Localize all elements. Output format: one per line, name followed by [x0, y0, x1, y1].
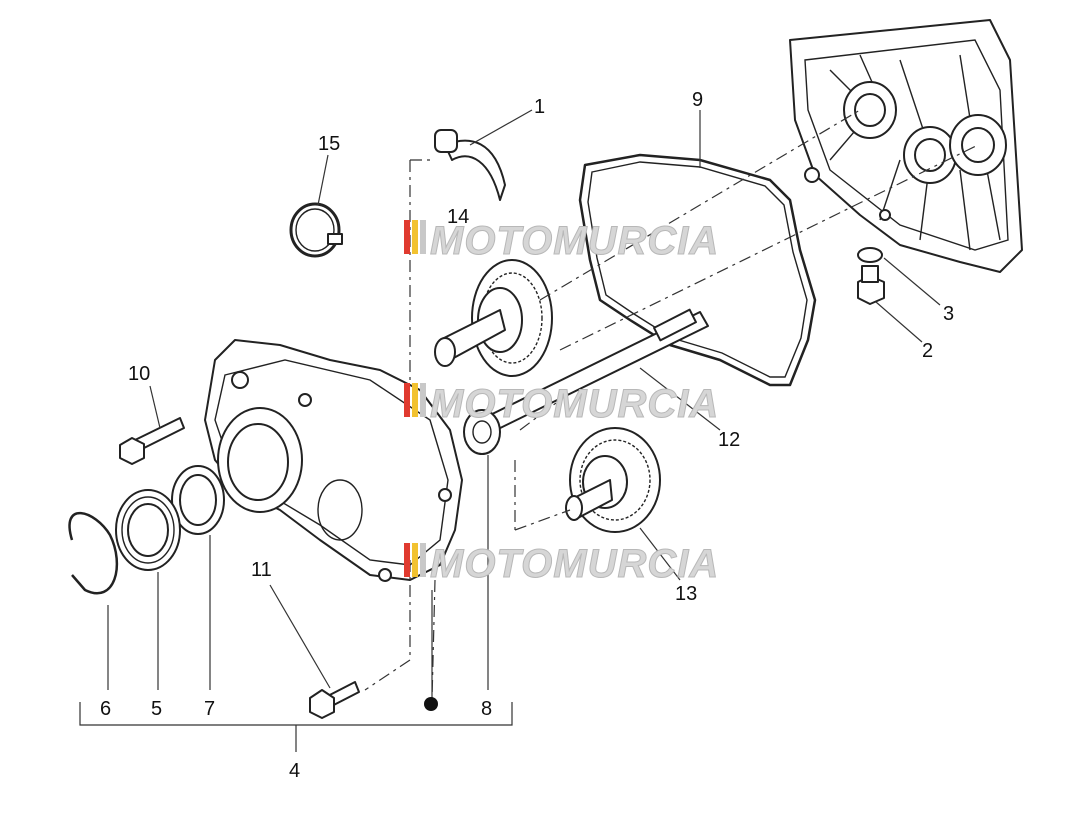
callout-13: 13	[675, 583, 697, 605]
watermark-text: MOTOMURCIA	[430, 382, 719, 426]
alignment-axes	[364, 109, 979, 701]
callout-6: 6	[100, 698, 111, 720]
breather-hose	[434, 129, 506, 201]
housing-bearings	[843, 81, 1007, 184]
leader-lines	[79, 109, 941, 752]
callout-12: 12	[718, 429, 740, 451]
watermark-text: MOTOMURCIA	[430, 219, 719, 263]
cover-bolt	[119, 417, 185, 465]
callout-14: 14	[447, 206, 469, 228]
circlip	[68, 511, 119, 595]
callout-2: 2	[922, 340, 933, 362]
callout-8: 8	[481, 698, 492, 720]
assembly-marker-dot	[424, 697, 438, 711]
housing-gasket	[578, 153, 817, 387]
cover-bearing	[463, 409, 501, 455]
transmission-housing	[789, 19, 1023, 273]
callout-10: 10	[128, 363, 150, 385]
cover-bolt-lower	[309, 681, 360, 719]
callout-11: 11	[251, 559, 272, 581]
callout-9: 9	[692, 89, 703, 111]
callout-labels: 1 2 3 4 5 6 7 8 9 10 11 12 13 15 14	[100, 89, 954, 782]
hose-clamp	[289, 202, 343, 258]
callout-1: 1	[534, 96, 545, 118]
drain-plug	[857, 265, 885, 305]
watermark-logo: MOTOMURCIA	[404, 219, 719, 264]
callout-7: 7	[204, 698, 215, 720]
final-drive-gear	[565, 427, 661, 533]
callout-3: 3	[943, 303, 954, 325]
callout-4: 4	[289, 760, 300, 782]
intermediate-gear	[434, 259, 553, 377]
transmission-cover	[204, 339, 463, 582]
watermark-logo: MOTOMURCIA	[404, 382, 719, 427]
callout-15: 15	[318, 133, 340, 155]
ball-bearing	[115, 489, 181, 571]
oil-seal	[171, 465, 225, 535]
callout-5: 5	[151, 698, 162, 720]
watermark-text: MOTOMURCIA	[430, 542, 719, 586]
sealing-washer	[857, 247, 883, 263]
watermark-logo: MOTOMURCIA	[404, 542, 719, 587]
